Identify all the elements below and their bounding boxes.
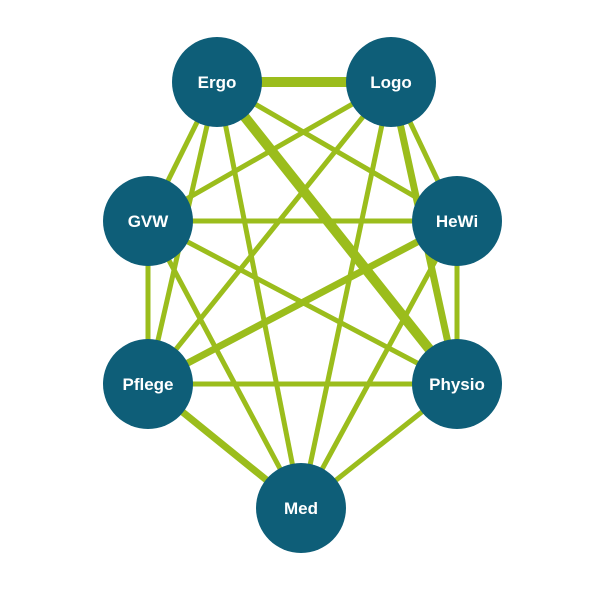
node-logo: Logo xyxy=(346,37,436,127)
node-circle-ergo xyxy=(172,37,262,127)
node-circle-gvw xyxy=(103,176,193,266)
edge-gvw-med xyxy=(145,219,304,510)
node-circle-logo xyxy=(346,37,436,127)
node-circle-physio xyxy=(412,339,502,429)
edge-hewi-med xyxy=(298,219,460,510)
edge-logo-pflege xyxy=(146,80,393,386)
node-gvw: GVW xyxy=(103,176,193,266)
node-label-med: Med xyxy=(284,499,318,518)
node-med: Med xyxy=(256,463,346,553)
edge-logo-gvw xyxy=(146,79,393,224)
node-circle-hewi xyxy=(412,176,502,266)
node-label-hewi: HeWi xyxy=(436,212,478,231)
node-physio: Physio xyxy=(412,339,502,429)
node-circle-med xyxy=(256,463,346,553)
node-ergo: Ergo xyxy=(172,37,262,127)
edge-logo-med xyxy=(298,81,394,509)
edge-hewi-pflege xyxy=(146,217,459,388)
edge-layer xyxy=(145,77,461,511)
node-hewi: HeWi xyxy=(412,176,502,266)
node-pflege: Pflege xyxy=(103,339,193,429)
node-circle-pflege xyxy=(103,339,193,429)
edge-ergo-med xyxy=(214,81,304,509)
node-label-gvw: GVW xyxy=(128,212,170,231)
edge-ergo-physio xyxy=(213,78,461,388)
node-label-logo: Logo xyxy=(370,73,412,92)
node-label-ergo: Ergo xyxy=(198,73,237,92)
node-label-physio: Physio xyxy=(429,375,485,394)
node-label-pflege: Pflege xyxy=(122,375,173,394)
